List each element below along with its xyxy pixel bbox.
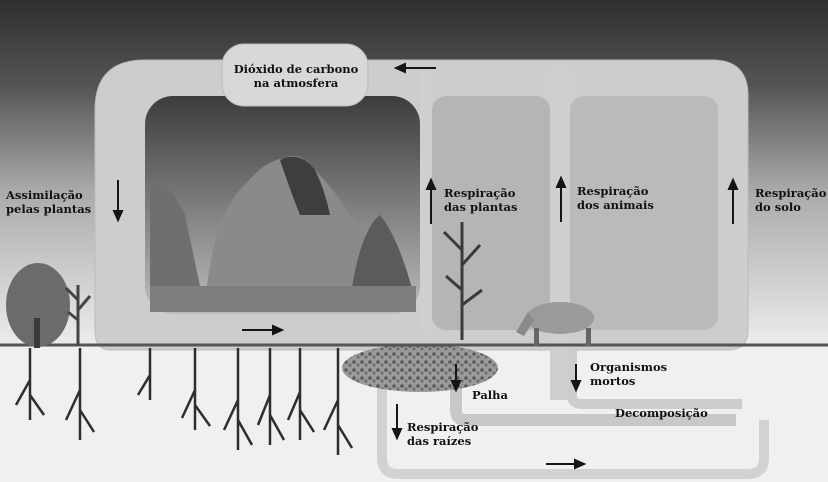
- soil-respiration-line1: Respiração: [755, 186, 826, 200]
- sky-gap-2: [570, 96, 718, 330]
- forest-floor: [150, 286, 416, 312]
- plant-respiration-line2: das plantas: [444, 200, 517, 214]
- decomposition-label: Decomposição: [615, 406, 708, 420]
- leaf-litter: [342, 344, 498, 392]
- plant-respiration-label: Respiração das plantas: [444, 186, 517, 214]
- animal-respiration-line1: Respiração: [577, 184, 654, 198]
- animal-respiration-line2: dos animais: [577, 198, 654, 212]
- dead-organisms-line2: mortos: [590, 374, 667, 388]
- dead-organisms-label: Organismos mortos: [590, 360, 667, 388]
- soil-respiration-label: Respiração do solo: [755, 186, 826, 214]
- left-tree-trunk: [34, 318, 40, 348]
- root-respiration-line1: Respiração: [407, 420, 478, 434]
- co2-label-line1: Dióxido de carbono: [228, 62, 364, 76]
- co2-label-line2: na atmosfera: [228, 76, 364, 90]
- plant-respiration-line1: Respiração: [444, 186, 517, 200]
- assimilation-label-line1: Assimilação: [6, 188, 91, 202]
- co2-atmosphere-label: Dióxido de carbono na atmosfera: [228, 62, 364, 90]
- root-respiration-line2: das raízes: [407, 434, 478, 448]
- straw-label: Palha: [472, 388, 508, 402]
- root-respiration-label: Respiração das raízes: [407, 420, 478, 448]
- animal-respiration-label: Respiração dos animais: [577, 184, 654, 212]
- assimilation-label-line2: pelas plantas: [6, 202, 91, 216]
- straw-label-text: Palha: [472, 388, 508, 402]
- soil-respiration-line2: do solo: [755, 200, 826, 214]
- assimilation-label: Assimilação pelas plantas: [6, 188, 91, 216]
- decomposition-label-text: Decomposição: [615, 406, 708, 420]
- dead-organisms-line1: Organismos: [590, 360, 667, 374]
